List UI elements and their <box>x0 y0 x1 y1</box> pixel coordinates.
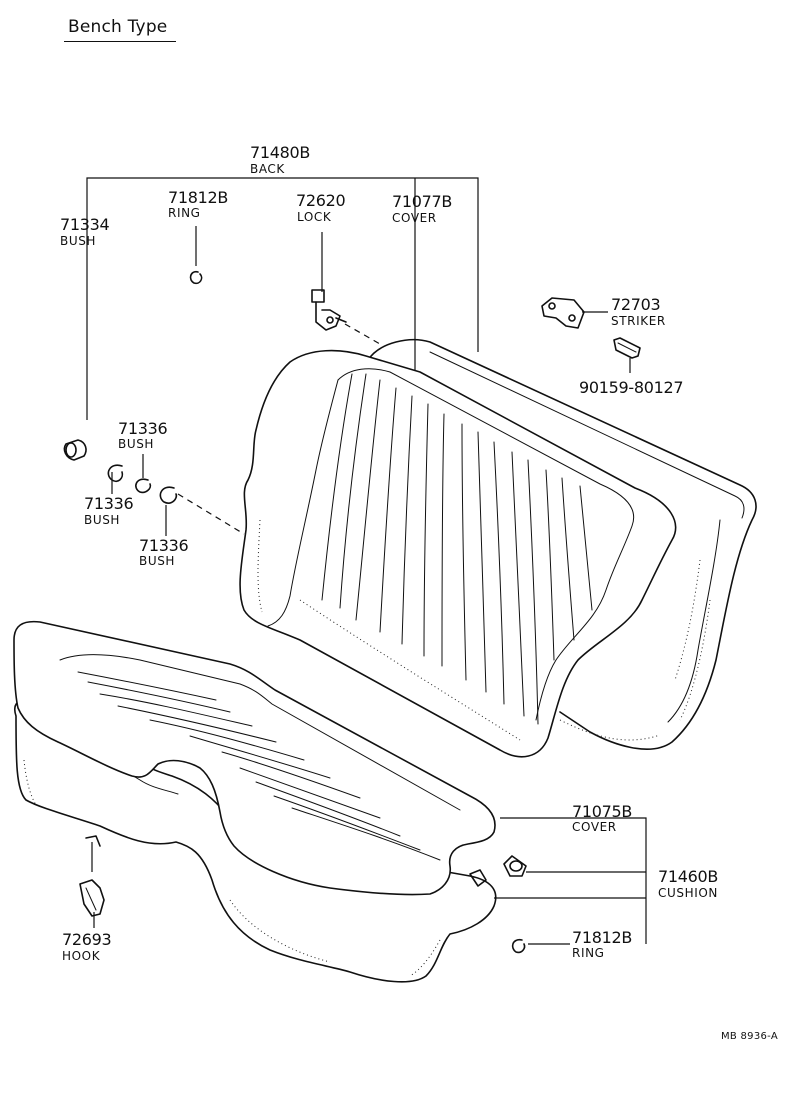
drawing-reference: MB 8936-A <box>720 1031 778 1042</box>
bush-c-part-name: BUSH <box>139 554 176 568</box>
bush-a-part-name: BUSH <box>118 437 155 451</box>
cover-cushion-part-number: 71075B <box>572 802 633 821</box>
back-part-number: 71480B <box>250 143 311 162</box>
bush-a-part-number: 71336 <box>118 419 168 438</box>
ring-top-part <box>189 270 203 285</box>
hook-part-number: 72693 <box>62 930 112 949</box>
bolt-part <box>613 337 641 359</box>
ring-top-part-name: RING <box>168 206 201 220</box>
diagram-title: Bench Type <box>68 17 168 37</box>
cushion-part-number: 71460B <box>658 867 719 886</box>
bolt-part-number: 90159-80127 <box>579 378 684 397</box>
ring-bottom-part-number: 71812B <box>572 928 633 947</box>
seat-back-front <box>239 349 677 758</box>
striker-part <box>541 297 585 329</box>
ring-bottom-part <box>511 938 526 954</box>
bush-top-part <box>63 439 87 461</box>
bush-top-part-name: BUSH <box>60 234 97 248</box>
seat-back-rear-shell <box>367 338 757 750</box>
cover-cushion-part-name: COVER <box>572 820 617 834</box>
hook-part-name: HOOK <box>62 949 101 963</box>
cover-back-part-name: COVER <box>392 211 437 225</box>
callout-lines <box>86 177 647 945</box>
cover-back-part-number: 71077B <box>392 192 453 211</box>
striker-part-number: 72703 <box>611 295 661 314</box>
lock-part <box>311 289 347 331</box>
back-part-name: BACK <box>250 162 285 176</box>
bush-clips <box>107 464 178 504</box>
ring-bottom-part-name: RING <box>572 946 605 960</box>
title-underline <box>64 41 176 42</box>
bush-b-part-name: BUSH <box>84 513 121 527</box>
bush-c-part-number: 71336 <box>139 536 189 555</box>
lock-part-name: LOCK <box>297 210 332 224</box>
lock-part-number: 72620 <box>296 191 346 210</box>
bush-top-part-number: 71334 <box>60 215 110 234</box>
cushion-pin-part <box>469 869 487 887</box>
ring-top-part-number: 71812B <box>168 188 229 207</box>
striker-part-name: STRIKER <box>611 314 666 328</box>
seat-cushion-top <box>13 620 496 896</box>
seat-cushion-shell <box>14 698 497 983</box>
hook-part <box>79 835 105 917</box>
cushion-part-name: CUSHION <box>658 886 718 900</box>
cushion-bush-part <box>503 855 527 877</box>
bush-b-part-number: 71336 <box>84 494 134 513</box>
